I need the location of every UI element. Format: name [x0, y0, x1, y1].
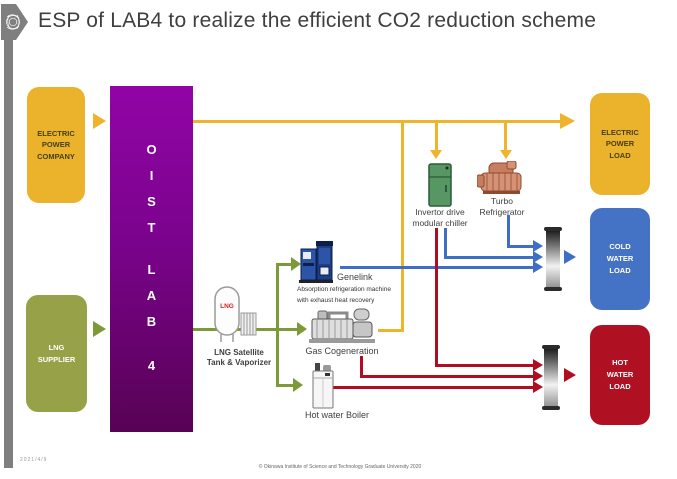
date-stamp: 2021/4/9 [20, 457, 48, 463]
lng-supplier-box: LNG SUPPLIER [26, 295, 87, 412]
electric-power-company-box: ELECTRIC POWER COMPANY [27, 87, 85, 203]
cogeneration-hot-out-line-h [360, 375, 533, 378]
oist-lab4-box: O I S T L A B 4 [110, 86, 193, 432]
gas-distribution-line [276, 263, 279, 387]
hot-to-load-arrow [564, 368, 576, 382]
gas-to-cogeneration-line [279, 328, 297, 331]
cogeneration-electric-out-line-v [401, 120, 404, 332]
hot-water-boiler-label: Hot water Boiler [304, 410, 370, 420]
hot-water-boiler-icon [312, 363, 334, 409]
lng-tank-text: LNG [220, 303, 234, 310]
lng-supply-arrow [93, 321, 106, 337]
hot-water-header-bar [542, 345, 560, 410]
boiler-hot-out-line [333, 386, 533, 389]
turbo-refrigerator-label: Turbo Refrigerator [479, 196, 525, 218]
cold-water-header-bar [544, 227, 562, 291]
sidebar-accent-bar [4, 4, 13, 468]
chiller-cold-out-line-h [444, 256, 533, 259]
electric-to-chiller-arrow [430, 150, 442, 159]
gas-to-boiler-line [279, 384, 293, 387]
gas-to-boiler-arrow [293, 378, 303, 392]
chiller-hot-out-arrow [533, 359, 543, 371]
electric-main-line [193, 120, 560, 123]
lng-tank-label: LNG Satellite Tank & Vaporizer [206, 348, 272, 368]
electric-power-load-box: ELECTRIC POWER LOAD [590, 93, 650, 195]
cogeneration-hot-out-line-v [360, 356, 363, 378]
turbo-cold-out-line-h [507, 245, 533, 248]
turbo-refrigerator-icon [477, 161, 522, 194]
copyright-footer: © Okinawa Institute of Science and Techn… [258, 464, 422, 470]
gas-cogeneration-label: Gas Cogeneration [305, 346, 379, 356]
electric-to-turbo-line [504, 120, 507, 150]
electric-to-load-arrow [560, 113, 575, 129]
electric-to-chiller-line [435, 120, 438, 150]
genelink-machine-icon [299, 241, 333, 283]
boiler-hot-out-arrow [533, 381, 543, 393]
lab-letters: L A B [146, 262, 157, 329]
hot-water-load-box: HOT WATER LOAD [590, 325, 650, 425]
gas-cogeneration-icon [309, 308, 375, 343]
electric-to-turbo-arrow [500, 150, 512, 159]
genelink-description: Absorption refrigeration machine with ex… [297, 286, 391, 305]
cogeneration-electric-out-line-h [378, 329, 404, 332]
electric-power-company-label: ELECTRIC POWER COMPANY [37, 128, 75, 161]
cold-water-load-label: COLD WATER LOAD [606, 242, 634, 275]
cold-to-load-arrow [564, 250, 576, 264]
gas-to-genelink-arrow [291, 257, 301, 271]
inverter-chiller-icon [428, 163, 452, 207]
lng-tank-icon: LNG [214, 286, 257, 342]
oist-letters: O I S T [146, 142, 157, 235]
gas-to-genelink-line [279, 263, 291, 266]
oist-logo [1, 4, 28, 40]
turbo-cold-out-line-v [507, 215, 510, 248]
genelink-cold-out-arrow [533, 261, 543, 273]
inverter-chiller-label: Invertor drive modular chiller [412, 207, 468, 229]
electric-supply-arrow [93, 113, 106, 129]
turbo-cold-out-arrow [533, 240, 543, 252]
lng-supplier-label: LNG SUPPLIER [37, 342, 76, 364]
genelink-label: Genelink [337, 272, 373, 282]
cogeneration-hot-out-arrow [533, 370, 543, 382]
cold-water-load-box: COLD WATER LOAD [590, 208, 650, 310]
page-title: ESP of LAB4 to realize the efficient CO2… [38, 9, 597, 32]
chiller-hot-out-line-v [435, 228, 438, 367]
chiller-cold-out-line-v [444, 228, 447, 259]
gas-to-cogeneration-arrow [297, 322, 307, 336]
chiller-cold-out-arrow [533, 251, 543, 263]
chiller-hot-out-line-h [435, 364, 533, 367]
electric-power-load-label: ELECTRIC POWER LOAD [601, 127, 639, 160]
lab-number: 4 [147, 358, 156, 373]
hot-water-load-label: HOT WATER LOAD [606, 358, 634, 391]
